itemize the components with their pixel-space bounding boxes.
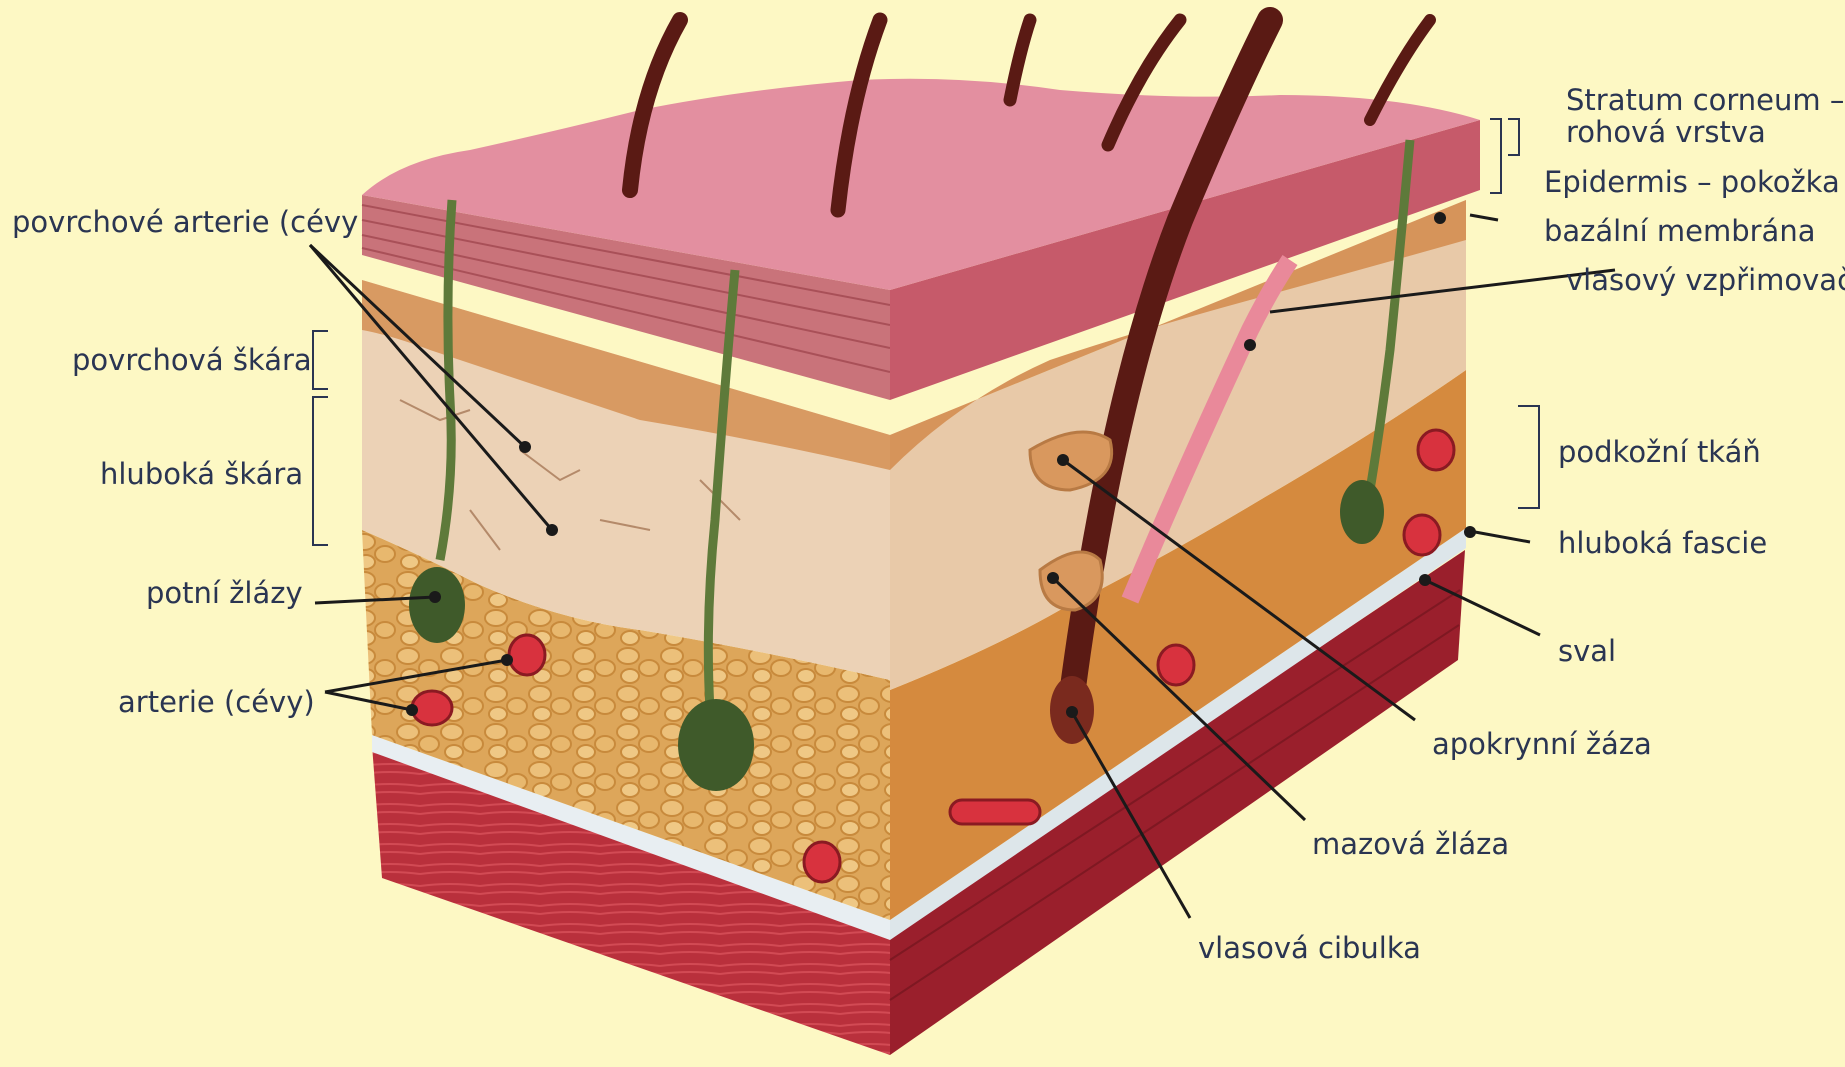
label-apokrynni-zaza: apokrynní žáza xyxy=(1432,728,1652,760)
label-epidermis: Epidermis – pokožka xyxy=(1544,166,1840,198)
label-hluboka-skara: hluboká škára xyxy=(100,458,303,490)
label-sval: sval xyxy=(1558,635,1616,667)
label-stratum-corneum: Stratum corneum – xyxy=(1566,84,1844,116)
label-potni-zlazy: potní žlázy xyxy=(146,577,303,609)
label-povrchove-arterie: povrchové arterie (cévy xyxy=(12,206,358,238)
label-vlasova-cibulka: vlasová cibulka xyxy=(1198,932,1421,964)
label-podkozni-tkan: podkožní tkáň xyxy=(1558,436,1761,468)
bracket-hluboka-skara xyxy=(312,396,328,546)
label-hluboka-fascie: hluboká fascie xyxy=(1558,527,1767,559)
label-vlasovy-vzprimovac: vlasový vzpřimovač xyxy=(1566,264,1845,296)
label-mazova-zlaza: mazová žláza xyxy=(1312,828,1509,860)
label-arterie-cevy: arterie (cévy) xyxy=(118,686,315,718)
label-rohova-vrstva: rohová vrstva xyxy=(1566,116,1766,148)
bracket-stratum-corneum xyxy=(1508,118,1520,156)
label-bazalni-membrana: bazální membrána xyxy=(1544,215,1815,247)
bracket-epidermis xyxy=(1490,118,1502,194)
bracket-povrchova-skara xyxy=(312,330,328,390)
label-povrchova-skara: povrchová škára xyxy=(72,344,312,376)
bracket-podkozni-tkan xyxy=(1518,405,1540,509)
